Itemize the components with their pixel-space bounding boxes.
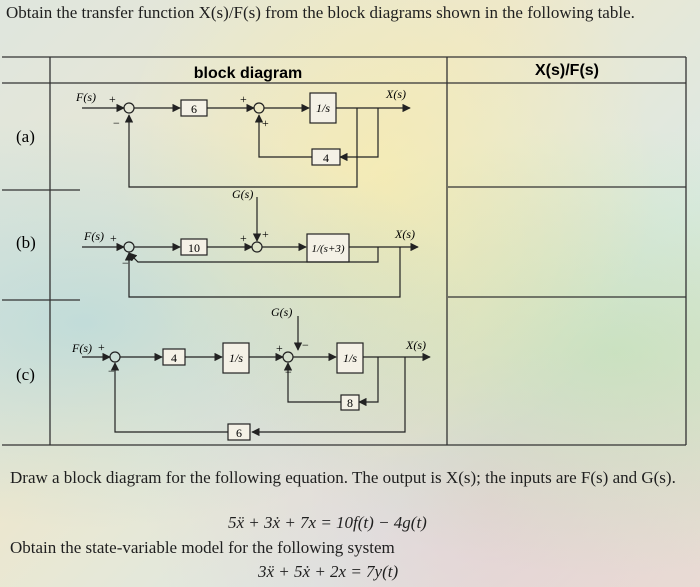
- svg-text:−: −: [122, 256, 129, 270]
- b-gain-10: 10: [188, 241, 200, 255]
- block-diagram-b: [82, 197, 419, 298]
- c-outer-gain-6: 6: [236, 426, 242, 440]
- c-gain-4: 4: [171, 351, 177, 365]
- c-disturbance-label: G(s): [271, 305, 292, 319]
- a-output-label: X(s): [385, 87, 406, 101]
- question-1-text: Obtain the transfer function X(s)/F(s) f…: [6, 3, 635, 22]
- svg-text:−: −: [113, 116, 120, 130]
- block-diagram-a: [82, 92, 411, 188]
- svg-text:+: +: [262, 227, 269, 241]
- block-diagram-c: [82, 316, 431, 441]
- equation-1: 5ẍ + 3ẋ + 7x = 10f(t) − 4g(t): [228, 513, 427, 532]
- question-2-text: Draw a block diagram for the following e…: [10, 468, 676, 487]
- c-output-label: X(s): [405, 338, 426, 352]
- a-feedback-gain-4: 4: [323, 151, 329, 165]
- svg-text:+: +: [276, 341, 283, 355]
- svg-text:−: −: [302, 338, 309, 352]
- b-plant: 1/(s+3): [311, 243, 344, 255]
- svg-text:−: −: [285, 365, 292, 379]
- svg-text:−: −: [108, 364, 115, 378]
- table-grid: [2, 56, 687, 446]
- c-integrator-1: 1/s: [229, 351, 243, 365]
- c-integrator-2: 1/s: [343, 351, 357, 365]
- svg-text:+: +: [109, 92, 116, 106]
- row-label-a: (a): [16, 127, 35, 146]
- row-label-c: (c): [16, 365, 35, 384]
- header-block-diagram: block diagram: [194, 65, 302, 82]
- a-input-label: F(s): [75, 90, 96, 104]
- svg-text:+: +: [262, 116, 269, 130]
- b-output-label: X(s): [394, 227, 415, 241]
- svg-text:+: +: [98, 340, 105, 354]
- header-transfer-function: X(s)/F(s): [535, 62, 599, 79]
- equation-2: 3ẍ + 5ẋ + 2x = 7y(t): [258, 562, 399, 581]
- row-label-b: (b): [16, 233, 36, 252]
- b-input-label: F(s): [83, 229, 104, 243]
- svg-text:+: +: [240, 92, 247, 106]
- c-input-label: F(s): [71, 341, 92, 355]
- a-integrator: 1/s: [316, 101, 330, 115]
- question-3-text: Obtain the state-variable model for the …: [10, 538, 395, 557]
- svg-text:+: +: [110, 231, 117, 245]
- c-inner-gain-8: 8: [347, 396, 353, 410]
- svg-text:+: +: [240, 231, 247, 245]
- a-gain-6: 6: [191, 102, 197, 116]
- b-disturbance-label: G(s): [232, 187, 253, 201]
